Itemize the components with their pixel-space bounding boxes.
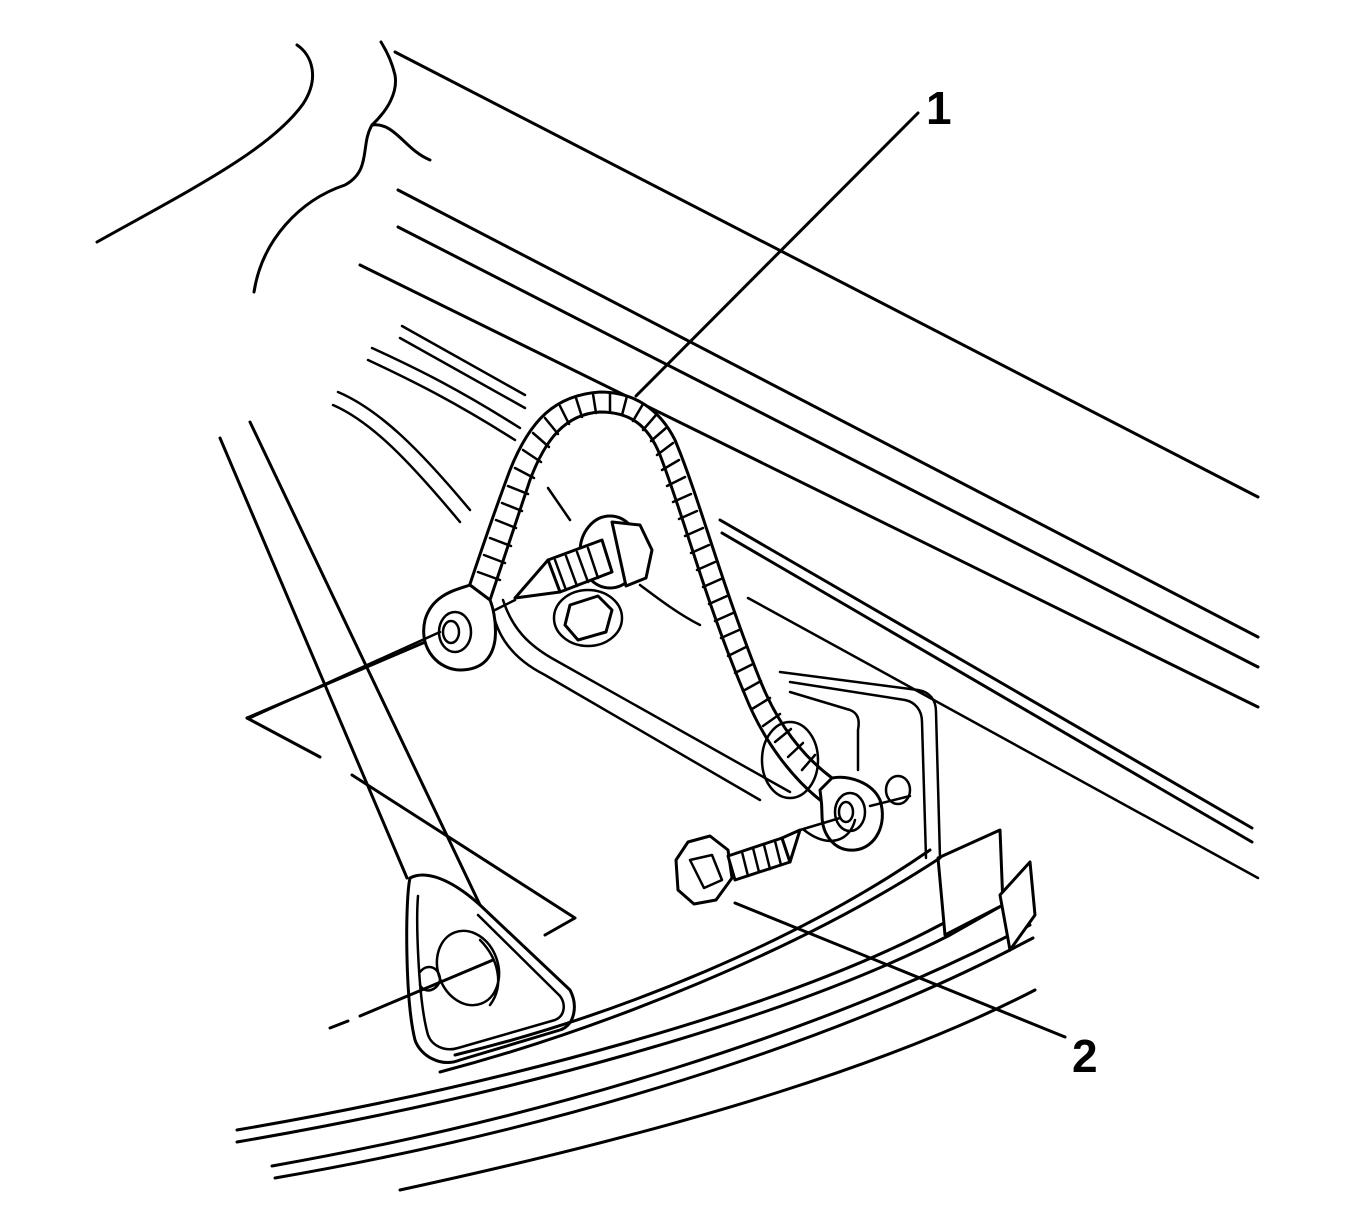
callout-2-label: 2: [1072, 1030, 1098, 1082]
left-pillar: [218, 420, 482, 907]
hex-bolt: [674, 720, 912, 906]
sill-rails: [235, 828, 1037, 1192]
callout-1-label: 1: [926, 82, 952, 134]
mid-panel: [331, 324, 1260, 880]
callout-2-leader: [733, 901, 1067, 1039]
ground-strap: [422, 390, 884, 852]
alignment-lines: [248, 598, 912, 832]
lower-mount-bracket: [328, 873, 576, 1064]
upper-body-panel: [95, 40, 1260, 709]
callout-1-leader: [634, 111, 920, 398]
upper-bolt: [513, 514, 654, 648]
